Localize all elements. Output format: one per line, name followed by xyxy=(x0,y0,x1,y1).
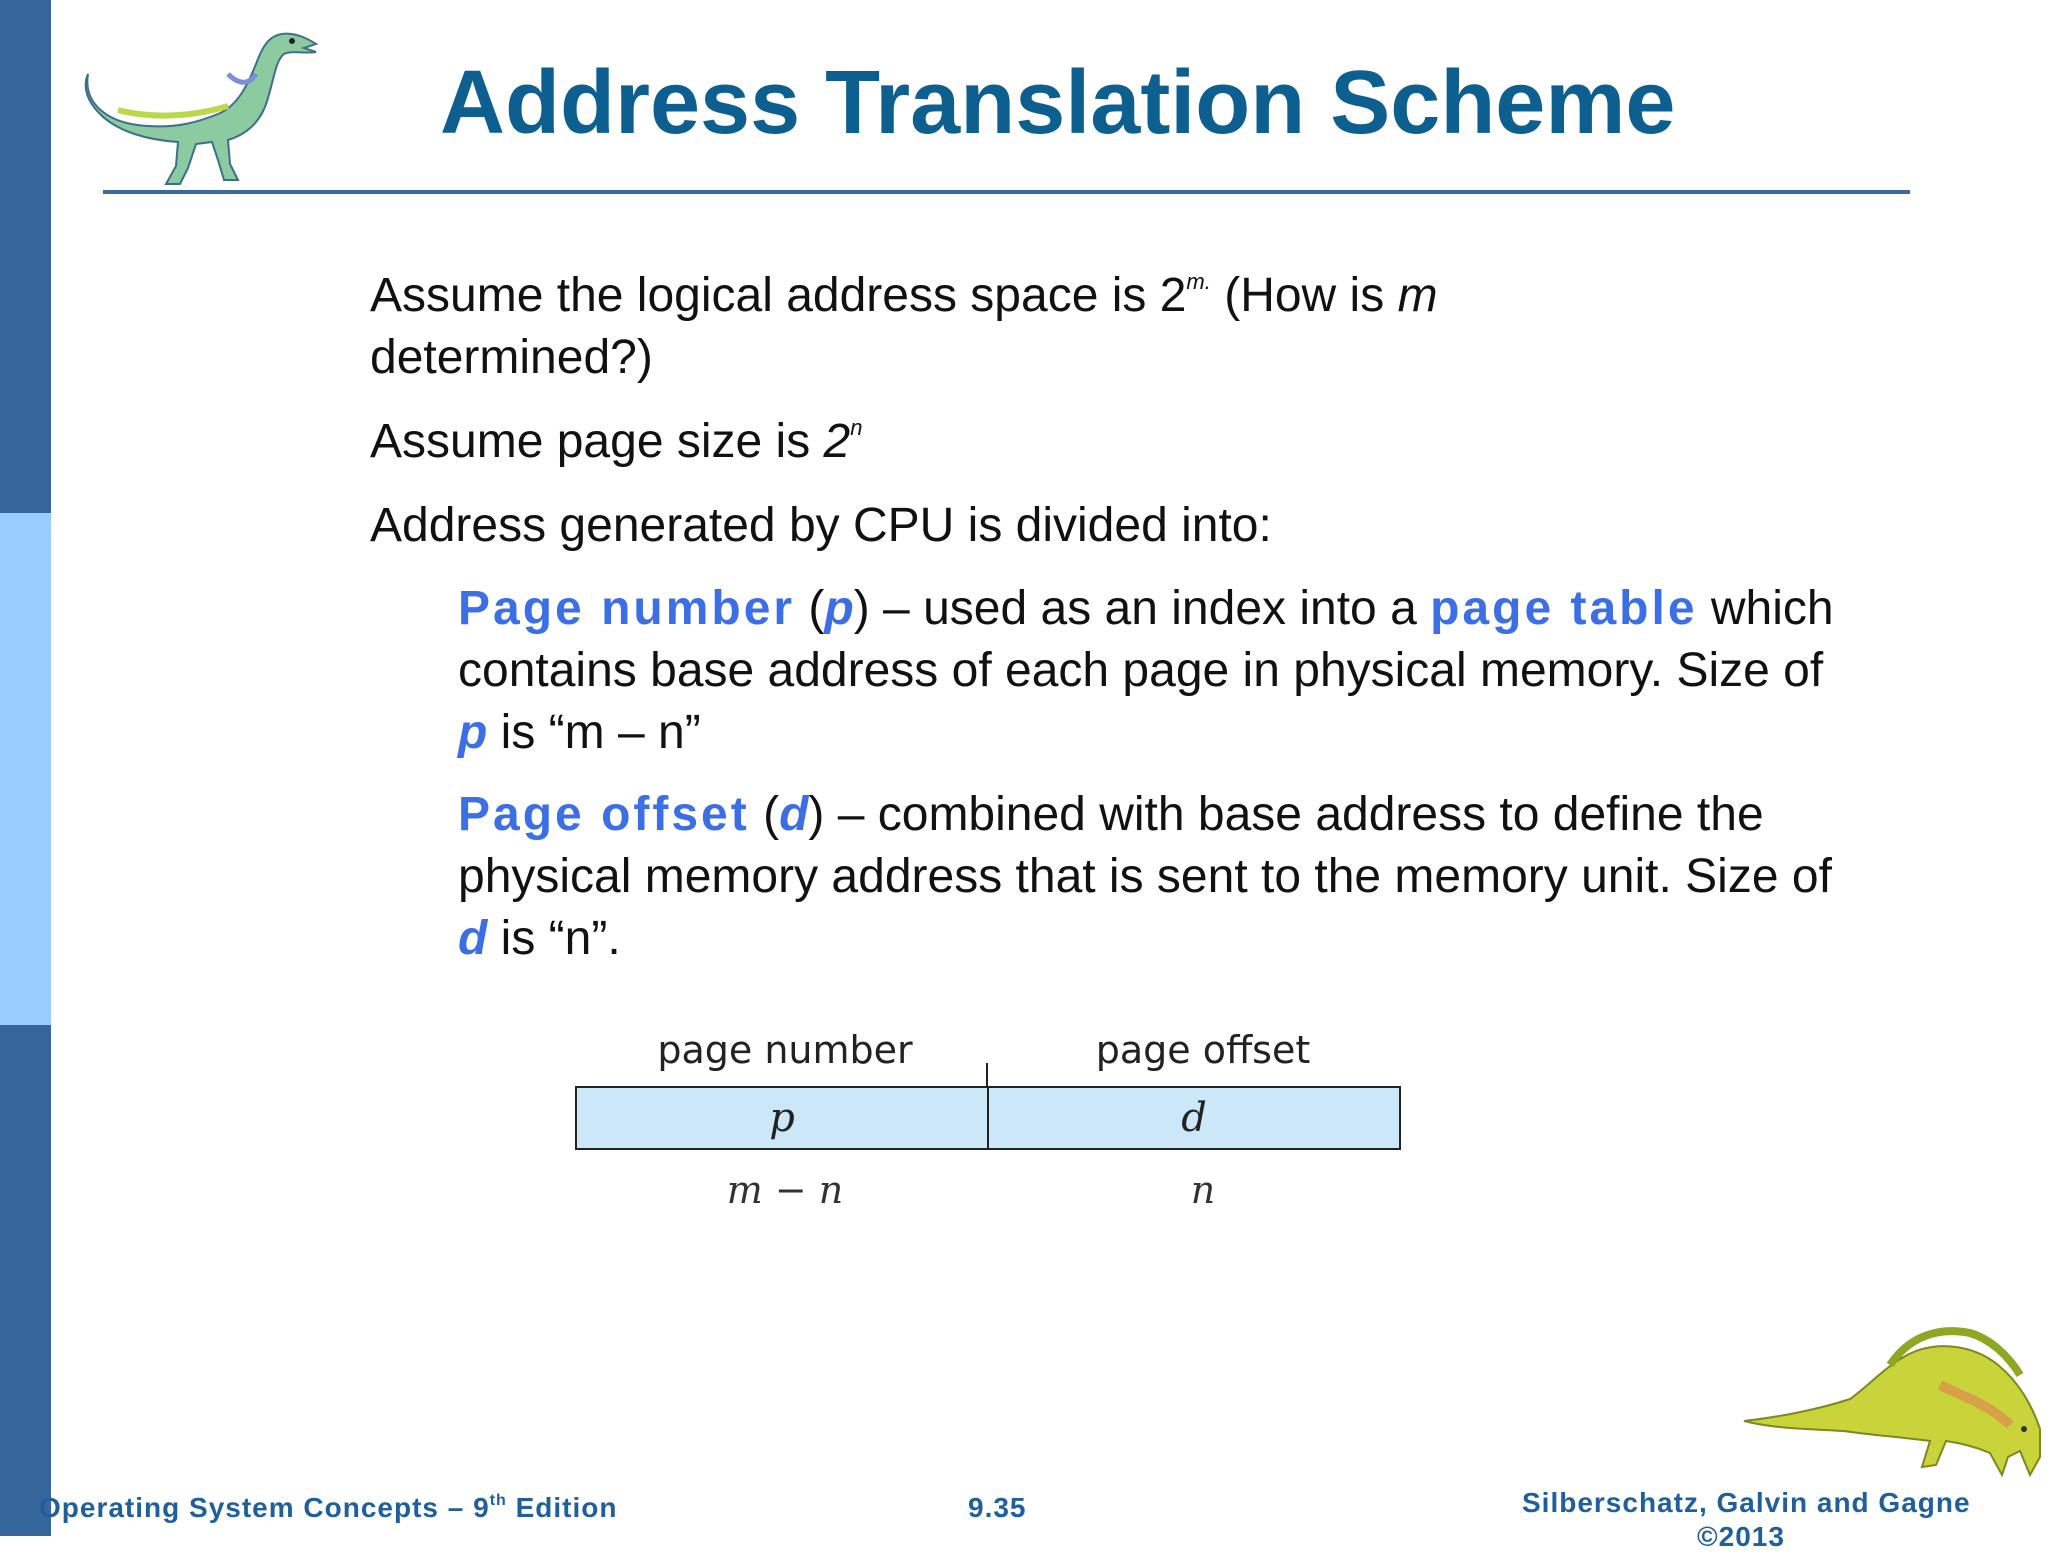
keyword-page-table: page table xyxy=(1430,582,1698,635)
diagram-size-n: n xyxy=(1190,1168,1216,1212)
variable-p: p xyxy=(824,582,854,635)
footer-superscript: th xyxy=(489,1492,507,1509)
text-fragment: is “m – n” xyxy=(487,706,701,759)
bullet-page-number: Page number (p) – used as an index into … xyxy=(458,578,1858,764)
text-fragment: ) – combined with base address to define… xyxy=(458,788,1832,903)
diagram-divider-tick xyxy=(986,1063,988,1087)
variable-m: m xyxy=(1397,269,1438,322)
text-fragment: ( xyxy=(795,582,825,635)
text-fragment: is “n”. xyxy=(487,912,621,965)
footer-book-title: Operating System Concepts – 9th Edition xyxy=(39,1492,617,1524)
sidebar-stripe-top xyxy=(0,0,51,513)
dinosaur-corner-icon xyxy=(1743,1327,2041,1477)
sidebar-stripe-bottom xyxy=(0,1025,51,1536)
paragraph-address-division: Address generated by CPU is divided into… xyxy=(370,499,1272,552)
address-format-diagram: page number page offset p d m − n n xyxy=(570,1025,1406,1215)
exponent-base: 2 xyxy=(823,415,851,468)
footer-text: Edition xyxy=(506,1492,618,1523)
footer-copyright: ©2013 xyxy=(1697,1521,1785,1552)
footer-slide-number: 9.35 xyxy=(968,1492,1027,1523)
title-divider xyxy=(103,190,1910,194)
variable-d: d xyxy=(458,912,488,965)
keyword-page-offset: Page offset xyxy=(458,788,750,841)
dinosaur-logo-icon xyxy=(84,32,319,185)
text-fragment: Assume the logical address space is 2 xyxy=(370,269,1187,322)
paragraph-logical-address: Assume the logical address space is 2m. … xyxy=(370,265,1670,389)
bullet-page-offset: Page offset (d) – combined with base add… xyxy=(458,784,1858,970)
text-fragment: determined?) xyxy=(370,331,653,384)
diagram-cell-p: p xyxy=(575,1086,989,1150)
diagram-size-m-minus-n: m − n xyxy=(726,1168,844,1212)
sidebar-stripe-middle xyxy=(0,513,51,1025)
text-fragment: ( xyxy=(749,788,780,841)
keyword-page-number: Page number xyxy=(458,582,796,635)
footer-text: Operating System Concepts – 9 xyxy=(39,1492,490,1523)
variable-d: d xyxy=(779,788,809,841)
diagram-label-page-offset: page offset xyxy=(1095,1028,1311,1072)
superscript: n xyxy=(850,415,863,440)
paragraph-page-size: Assume page size is 2n xyxy=(370,411,1670,473)
footer-authors-names: Silberschatz, Galvin and Gagne xyxy=(1522,1487,1971,1518)
diagram-label-page-number: page number xyxy=(657,1028,913,1072)
diagram-cell-d: d xyxy=(987,1086,1401,1150)
variable-p: p xyxy=(458,706,488,759)
text-fragment: which contains base address of each page… xyxy=(458,582,1834,697)
text-fragment: Assume page size is xyxy=(370,415,824,468)
text-fragment: (How is xyxy=(1210,269,1398,322)
footer-authors: Silberschatz, Galvin and Gagne©2013 xyxy=(1522,1486,2022,1554)
page-title: Address Translation Scheme xyxy=(440,53,1676,153)
text-fragment: ) – used as an index into a xyxy=(853,582,1431,635)
superscript: m. xyxy=(1186,269,1211,294)
